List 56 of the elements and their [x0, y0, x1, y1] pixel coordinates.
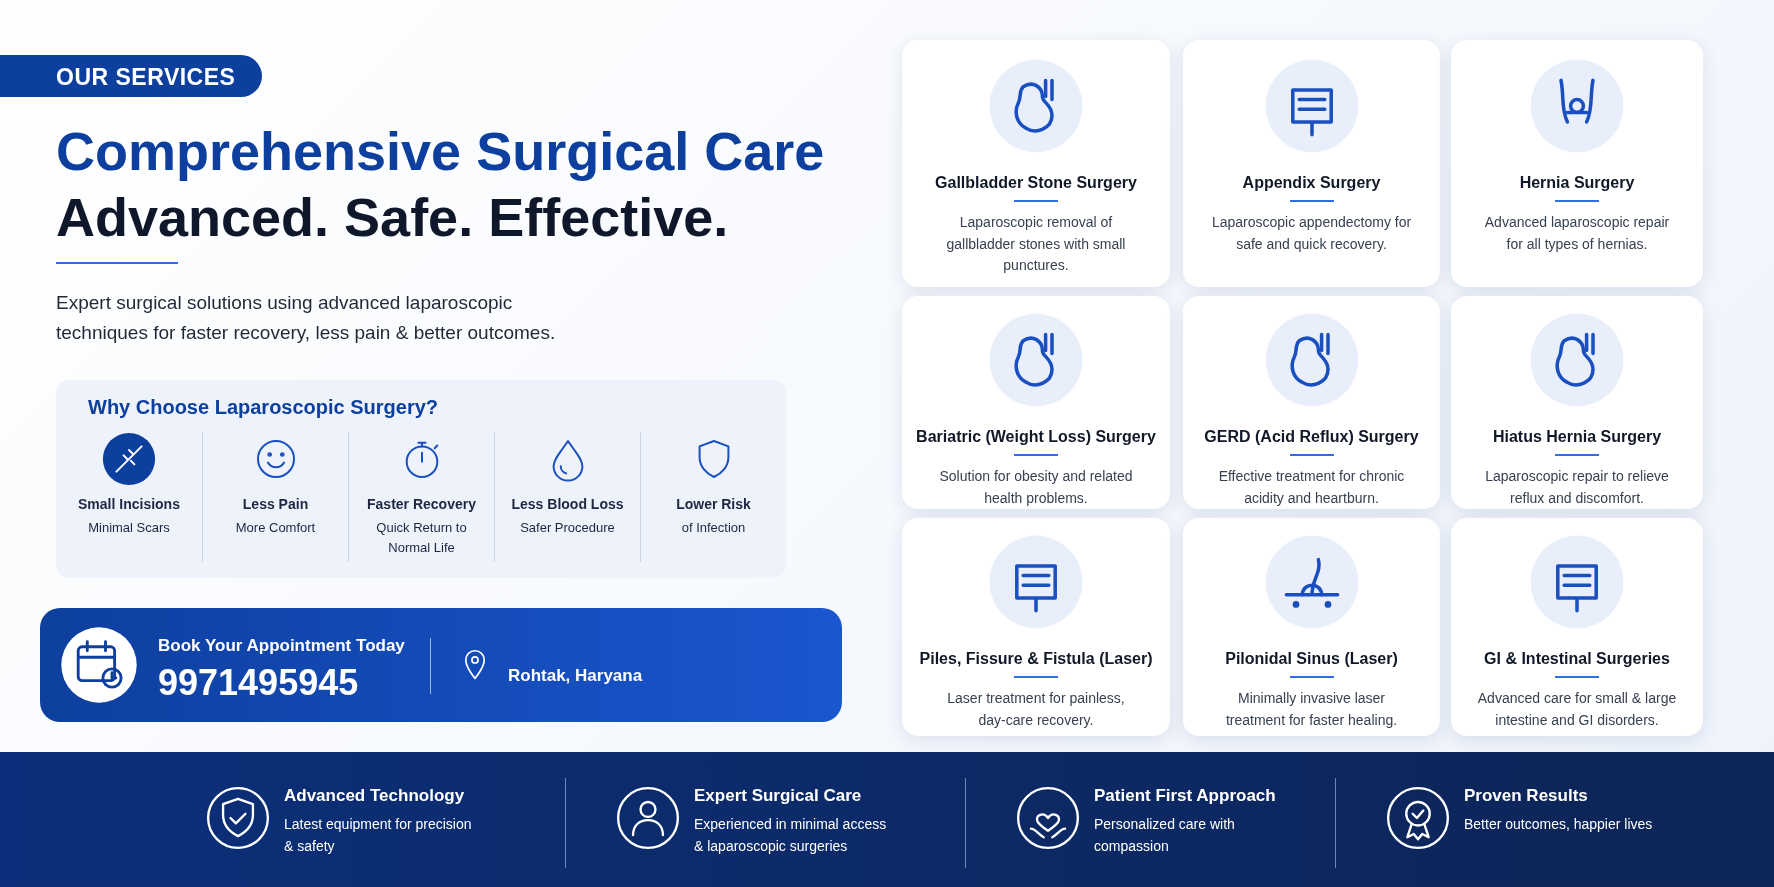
service-card — [902, 40, 1170, 287]
panel-heading: Why Choose Laparoscopic Surgery? — [88, 396, 439, 419]
phone-number: 9971495945 — [158, 662, 359, 704]
address-text: Rohtak, Haryana — [508, 666, 643, 686]
feature-title: Patient First Approach — [1094, 786, 1276, 806]
card-text: Laparoscopic appendectomy for safe and quick recovery. — [1211, 213, 1412, 254]
card-text: Advanced laparoscopic repair for all types of hernias. — [1483, 213, 1671, 254]
benefit-title: Less Pain — [242, 496, 309, 512]
card-title: Appendix Surgery — [1241, 174, 1382, 192]
feature-title: Expert Surgical Care — [694, 786, 862, 806]
benefit-title: Small Incisions — [78, 496, 180, 512]
footer-band — [0, 752, 1774, 887]
tagline: Advanced. Safe. Effective. — [56, 186, 729, 248]
service-card — [1451, 40, 1703, 287]
benefit-text: More Comfort — [234, 519, 317, 537]
booking-banner — [40, 608, 842, 722]
card-text: Laparoscopic repair to relieve reflux and discomfort. — [1484, 467, 1670, 508]
benefit-text: of Infection — [680, 519, 747, 537]
card-title: Piles, Fissure & Fistula (Laser) — [918, 650, 1154, 668]
benefit-text: Safer Procedure — [519, 519, 616, 537]
card-text: Minimally invasive laser treatment for faster healing. — [1224, 689, 1399, 730]
section-badge: OUR SERVICES — [0, 55, 262, 97]
card-title: Hiatus Hernia Surgery — [1491, 428, 1663, 446]
booking-label: Book Your Appointment Today — [158, 636, 405, 656]
card-text: Laser treatment for painless, day-care recovery. — [946, 689, 1126, 730]
feature-text: Personalized care with compassion — [1094, 815, 1236, 856]
service-card — [902, 518, 1170, 736]
benefit-title: Faster Recovery — [367, 496, 476, 512]
benefit-title: Lower Risk — [676, 496, 751, 512]
card-title: Gallbladder Stone Surgery — [934, 174, 1138, 192]
feature-title: Proven Results — [1464, 786, 1588, 806]
benefit-text: Quick Return to Normal Life — [375, 519, 468, 557]
main-heading: Comprehensive Surgical Care — [56, 120, 825, 182]
benefit-title: Less Blood Loss — [511, 496, 624, 512]
card-title: Pilonidal Sinus (Laser) — [1224, 650, 1399, 668]
service-card — [1183, 296, 1440, 509]
feature-text: Experienced in minimal access & laparoscopic surgeries — [694, 815, 888, 856]
info-panel — [56, 380, 786, 578]
service-card — [1451, 296, 1703, 509]
card-text: Advanced care for small & large intestine and GI disorders. — [1477, 689, 1677, 730]
card-title: GI & Intestinal Surgeries — [1483, 650, 1671, 668]
feature-title: Advanced Technology — [284, 786, 465, 806]
feature-text: Better outcomes, happier lives — [1464, 815, 1654, 834]
card-title: GERD (Acid Reflux) Surgery — [1203, 428, 1420, 446]
service-card — [1451, 518, 1703, 736]
service-card — [902, 296, 1170, 509]
card-text: Effective treatment for chronic acidity and heartburn. — [1217, 467, 1406, 508]
intro-paragraph: Expert surgical solutions using advanced laparoscopic techniques for faster recovery, less pain & better outcomes. — [56, 291, 557, 346]
card-title: Bariatric (Weight Loss) Surgery — [916, 428, 1156, 446]
card-text: Laparoscopic removal of gallbladder stones with small punctures. — [945, 213, 1127, 276]
card-text: Solution for obesity and related health problems. — [938, 467, 1134, 508]
service-card — [1183, 40, 1440, 287]
card-title: Hernia Surgery — [1518, 174, 1636, 192]
feature-text: Latest equipment for precision & safety — [284, 815, 473, 856]
benefit-text: Minimal Scars — [87, 519, 171, 537]
service-card — [1183, 518, 1440, 736]
